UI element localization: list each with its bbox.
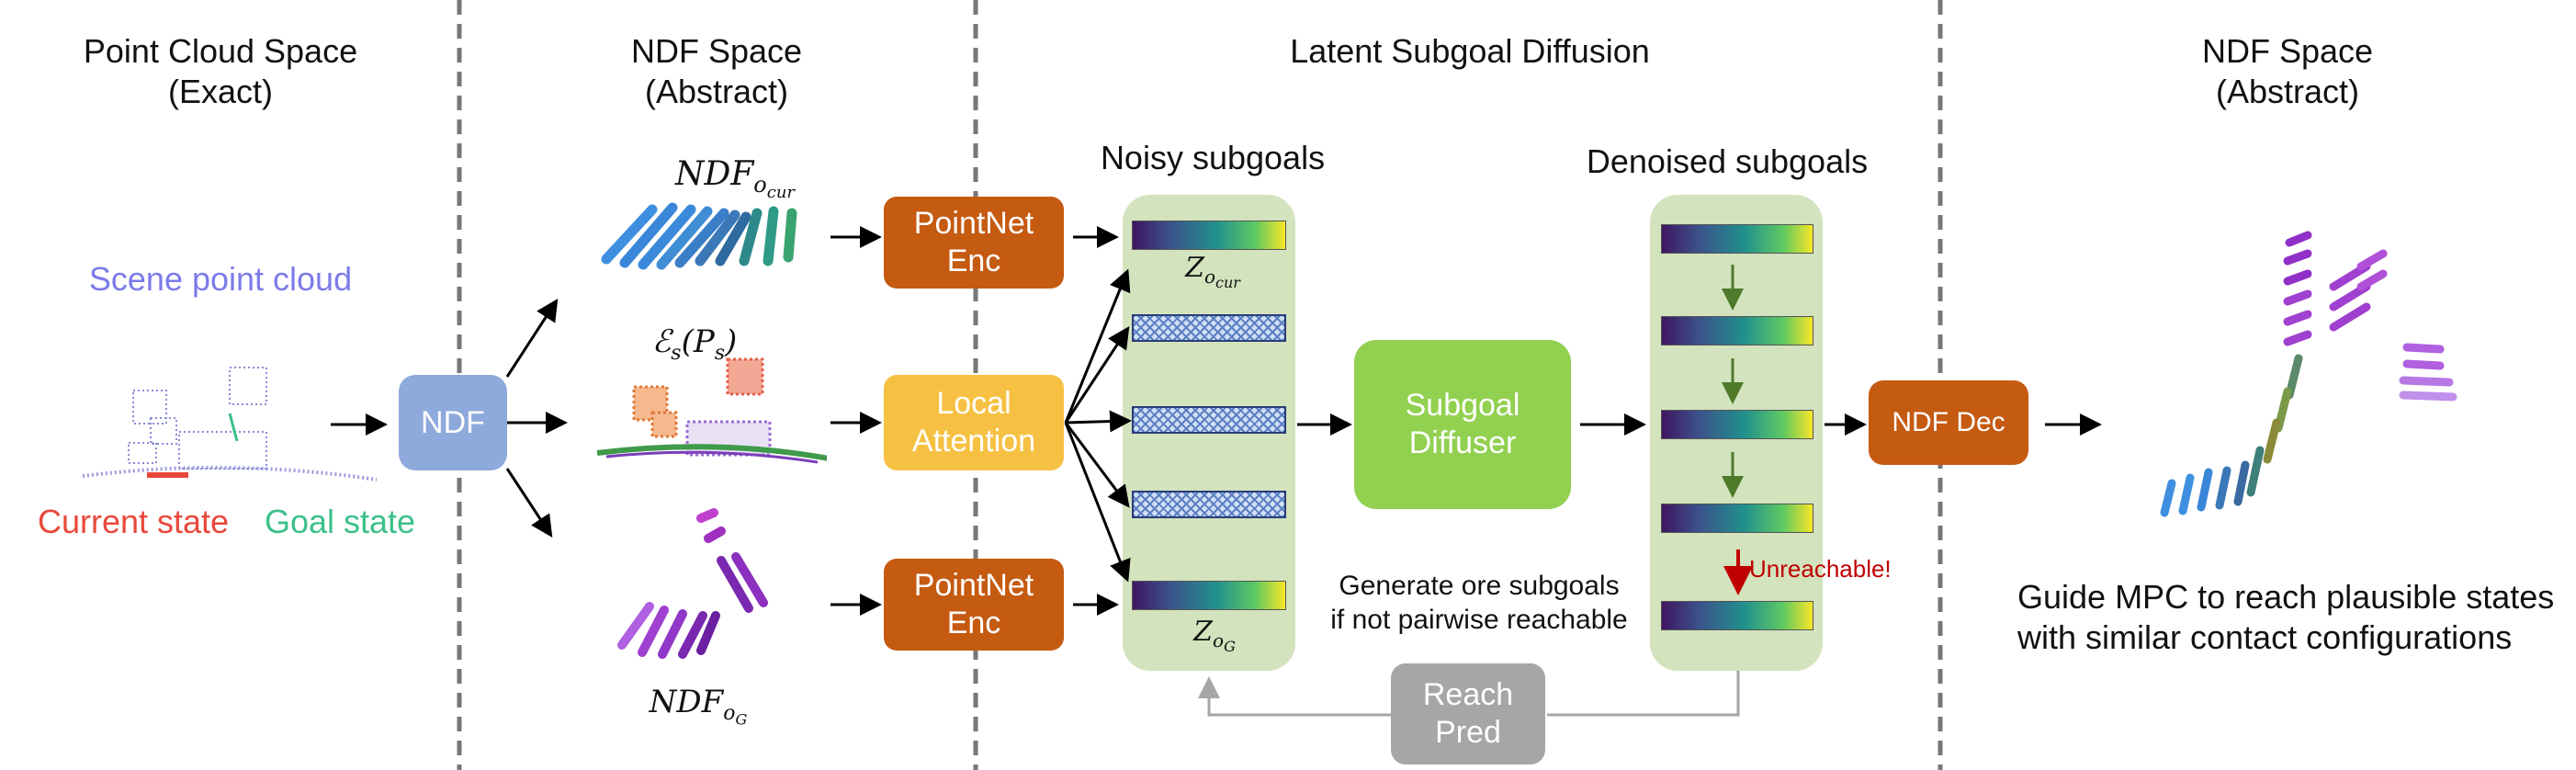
ndf-current-image bbox=[601, 202, 797, 270]
pointnet-enc-top-box: PointNet Enc bbox=[884, 197, 1064, 289]
z-g-latent-bar bbox=[1132, 581, 1286, 610]
section-title-ndf-left: NDF Space (Abstract) bbox=[630, 32, 803, 110]
denoised-bar-1 bbox=[1661, 224, 1813, 254]
ndf-og-label: NDFoG bbox=[649, 684, 748, 729]
ndf-plan-image bbox=[2160, 231, 2457, 517]
denoised-bar-2 bbox=[1661, 316, 1813, 345]
noise-bar-1 bbox=[1132, 314, 1286, 342]
z-cur-label: Zocur bbox=[1185, 252, 1240, 291]
generate-note: Generate ore subgoals if not pairwise re… bbox=[1330, 571, 1628, 635]
encoder-label: ℰs(Ps) bbox=[651, 323, 738, 365]
pointnet-enc-bottom-box: PointNet Enc bbox=[884, 559, 1064, 651]
z-g-label: ZoG bbox=[1193, 616, 1236, 655]
ndf-ocur-label: NDFocur bbox=[674, 155, 796, 202]
z-cur-latent-bar bbox=[1132, 221, 1286, 250]
ndf-goal-image bbox=[617, 508, 768, 659]
denoised-bar-5 bbox=[1661, 601, 1813, 630]
denoised-bar-3 bbox=[1661, 410, 1813, 439]
ndf-box: NDF bbox=[399, 375, 507, 470]
noisy-subgoals-title: Noisy subgoals bbox=[1100, 139, 1326, 176]
denoised-bar-4 bbox=[1661, 504, 1813, 533]
unreachable-label: Unreachable! bbox=[1749, 555, 1892, 583]
denoised-subgoals-title: Denoised subgoals bbox=[1586, 142, 1869, 180]
local-scene-image bbox=[596, 357, 827, 464]
section-title-ndf-right: NDF Space (Abstract) bbox=[2201, 32, 2374, 110]
subgoal-diffuser-box: Subgoal Diffuser bbox=[1354, 340, 1571, 509]
reach-pred-box: Reach Pred bbox=[1391, 663, 1545, 764]
noise-bar-3 bbox=[1132, 491, 1286, 518]
scene-point-cloud-label: Scene point cloud bbox=[88, 260, 353, 298]
local-attention-box: Local Attention bbox=[884, 375, 1064, 470]
noise-bar-2 bbox=[1132, 406, 1286, 434]
goal-state-label: Goal state bbox=[264, 503, 416, 540]
current-state-label: Current state bbox=[37, 503, 230, 540]
scene-point-cloud-image bbox=[82, 367, 378, 481]
section-title-point-cloud: Point Cloud Space (Exact) bbox=[83, 32, 358, 110]
section-title-latent: Latent Subgoal Diffusion bbox=[1290, 32, 1650, 70]
ndf-dec-box: NDF Dec bbox=[1869, 380, 2028, 465]
guide-note: Guide MPC to reach plausible states with… bbox=[2017, 578, 2555, 656]
